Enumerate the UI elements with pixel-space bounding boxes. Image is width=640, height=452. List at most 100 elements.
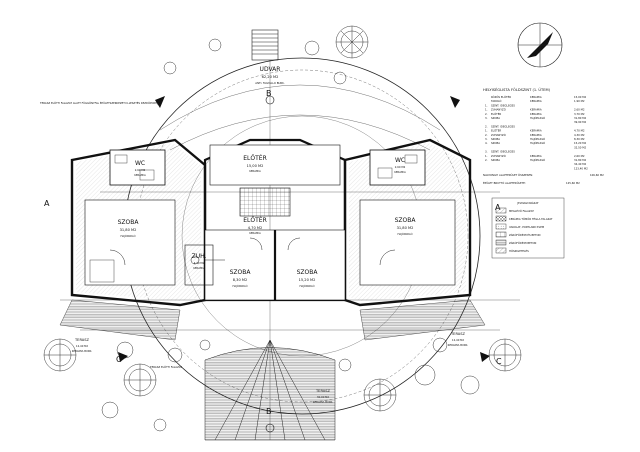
wc-right-name: WC xyxy=(395,157,405,164)
room-table-area: 32,50 M2 xyxy=(574,145,586,149)
legend-item-label: VAKOLAT, PORTLAND ELEM xyxy=(509,225,544,229)
room-table-area: 1,90 M2 xyxy=(574,99,585,103)
section-c-left: C xyxy=(116,355,122,364)
section-b-bottom: B xyxy=(266,407,272,416)
room-table-name: ZUHANYZÓ xyxy=(491,153,506,158)
section-c-right: C xyxy=(496,357,502,366)
udvar-area: 62,20 M2 xyxy=(262,75,279,79)
terasz-right-area: 12,40 M2 xyxy=(452,338,464,342)
zuh-name: ZUH. xyxy=(192,253,207,260)
north-arrow-icon xyxy=(517,22,563,68)
szoba-mid-left-name: SZOBA xyxy=(230,269,252,276)
legend-swatch xyxy=(495,239,507,246)
room-table-no: 1. xyxy=(485,103,488,107)
room-table-name: KÖZÖS ELŐTÉR xyxy=(491,94,511,99)
terasz-bottom-finish: KERAMIA BURK. xyxy=(313,400,334,404)
room-table-no: 3. xyxy=(485,137,488,141)
top-stairs xyxy=(251,29,279,61)
room-table-finish: KERAMIA xyxy=(530,108,542,112)
szoba-left-area: 31,80 M2 xyxy=(120,228,137,232)
legend: JELMAGYARÁZAT MEGLÉVŐ FALAZAT KERÁMIA TÖM… xyxy=(491,197,565,259)
legend-item-label: KERÁMIA TÖMÖR TÉGLA FALAZAT xyxy=(509,216,553,221)
zuh-area: 4,30 M2 xyxy=(194,261,205,265)
room-table-finish: HAJÓPADLÓ xyxy=(530,140,545,145)
room-table-area: 15,00 M2 xyxy=(574,95,586,99)
eloter-top-name: ELŐTÉR xyxy=(243,154,266,162)
legend-swatch xyxy=(495,231,507,238)
room-table-finish: KERAMIA xyxy=(530,154,542,158)
zuh-finish: KERAMIA xyxy=(193,266,205,270)
room-table-name: SZOBA xyxy=(491,116,500,120)
room-table-area: 3,70 M2 xyxy=(574,112,585,116)
wc-left-finish: KERAMIA xyxy=(134,173,146,177)
room-table-finish: HAJÓPADLÓ xyxy=(530,136,545,141)
wc-left-area: 2,60 M2 xyxy=(135,168,146,172)
terasz-left-area: 12,40 M2 xyxy=(76,344,88,348)
room-table-finish: HAJÓPADLÓ xyxy=(530,115,545,120)
szoba-right-area: 31,80 M2 xyxy=(397,226,414,230)
bottom-terrace xyxy=(204,339,336,441)
room-table-area: 2,60 M2 xyxy=(574,108,585,112)
room-table-name: SZINT: IDEGLEGES xyxy=(491,150,515,154)
right-terrace-hatch xyxy=(359,299,486,341)
room-table-name: SZOBA xyxy=(491,158,500,162)
eloter-top-area: 15,00 M2 xyxy=(247,164,264,168)
room-table-area: 4,70 M2 xyxy=(574,129,585,133)
section-a-right: A xyxy=(495,203,501,212)
szoba-mid-right-name: SZOBA xyxy=(297,269,319,276)
room-table-area: 31,80 M2 xyxy=(574,158,586,162)
room-table-finish: KERAMIA xyxy=(530,99,542,103)
room-table-area: 123,40 M2 xyxy=(574,166,588,170)
legend-item-label: HŐSZIGETELÉS xyxy=(509,248,529,253)
terasz-bottom-name: TERASZ xyxy=(315,389,331,393)
net-total-value: 106,60 M2 xyxy=(590,173,604,177)
room-table-no: 3. xyxy=(485,116,488,120)
central-block xyxy=(184,138,347,302)
eloter-bottom-finish: KERAMIA xyxy=(249,231,261,235)
gross-value: 125,60 M2 xyxy=(566,181,580,185)
szoba-mid-left-area: 8,30 M2 xyxy=(233,278,248,282)
room-table-area: 15,20 M2 xyxy=(574,141,586,145)
room-table-name: ELŐTÉR xyxy=(491,111,501,116)
net-total-label: NAGYONGYI ALAPTERÜLET ÖSSZESEN: xyxy=(483,172,533,177)
room-table-no: 2. xyxy=(485,124,488,128)
room-table-no: 2. xyxy=(485,133,488,137)
legend-title: JELMAGYARÁZAT xyxy=(516,200,539,205)
room-table-name: SZOBA xyxy=(491,137,500,141)
room-table-area: 39,90 M2 xyxy=(574,120,586,124)
terasz-bottom-area: 30,00 M2 xyxy=(317,395,329,399)
room-table-name: ZUHANYZÓ xyxy=(491,107,506,112)
room-table-area: 31,80 M2 xyxy=(574,116,586,120)
eloter-top-finish: KERAMIA xyxy=(249,169,261,173)
wc-right-area: 2,60 M2 xyxy=(395,165,406,169)
section-b-top: B xyxy=(266,89,272,98)
szoba-right-name: SZOBA xyxy=(395,217,417,224)
left-terrace-hatch xyxy=(59,299,181,341)
wc-right-finish: KERAMIA xyxy=(394,170,406,174)
room-table-area: 2,60 M2 xyxy=(574,154,585,158)
room-table-finish: HAJÓPADLÓ xyxy=(530,157,545,162)
legend-item-label: ZÁRÓFÖDÉMI BETON xyxy=(509,240,536,245)
room-table-no: 3. xyxy=(485,150,488,154)
terasz-right-name: TERASZ xyxy=(450,332,466,336)
eloter-bottom-name: ELŐTÉR xyxy=(243,216,266,224)
legend-swatch xyxy=(495,207,507,214)
room-table-no: 2. xyxy=(485,158,488,162)
room-labels: UDVAR 62,20 M2 ANTI. FAGYALLO BURK. ELŐT… xyxy=(72,66,469,404)
szoba-left-name: SZOBA xyxy=(118,219,140,226)
szoba-mid-right-finish: HAJÓPADLÓ xyxy=(299,283,314,288)
room-table-area: 4,30 M2 xyxy=(574,133,585,137)
room-table-no: 1. xyxy=(485,154,488,158)
szoba-left-finish: HAJÓPADLÓ xyxy=(120,233,135,238)
room-table-finish: KERAMIA xyxy=(530,95,542,99)
legend-item-label: MEGLÉVŐ FALAZAT xyxy=(509,208,534,213)
eloter-bottom-area: 4,70 M2 xyxy=(248,226,263,230)
note-bottom: TERASZ ELŐTTI FALAZAT xyxy=(150,364,182,369)
legend-swatch xyxy=(495,215,507,222)
room-table-finish: KERAMIA xyxy=(530,112,542,116)
right-wing xyxy=(343,138,472,307)
room-table-name: SZINT: IDEGLEGES xyxy=(491,103,515,107)
szoba-mid-left-finish: HAJÓPADLÓ xyxy=(232,283,247,288)
trees xyxy=(43,25,522,432)
